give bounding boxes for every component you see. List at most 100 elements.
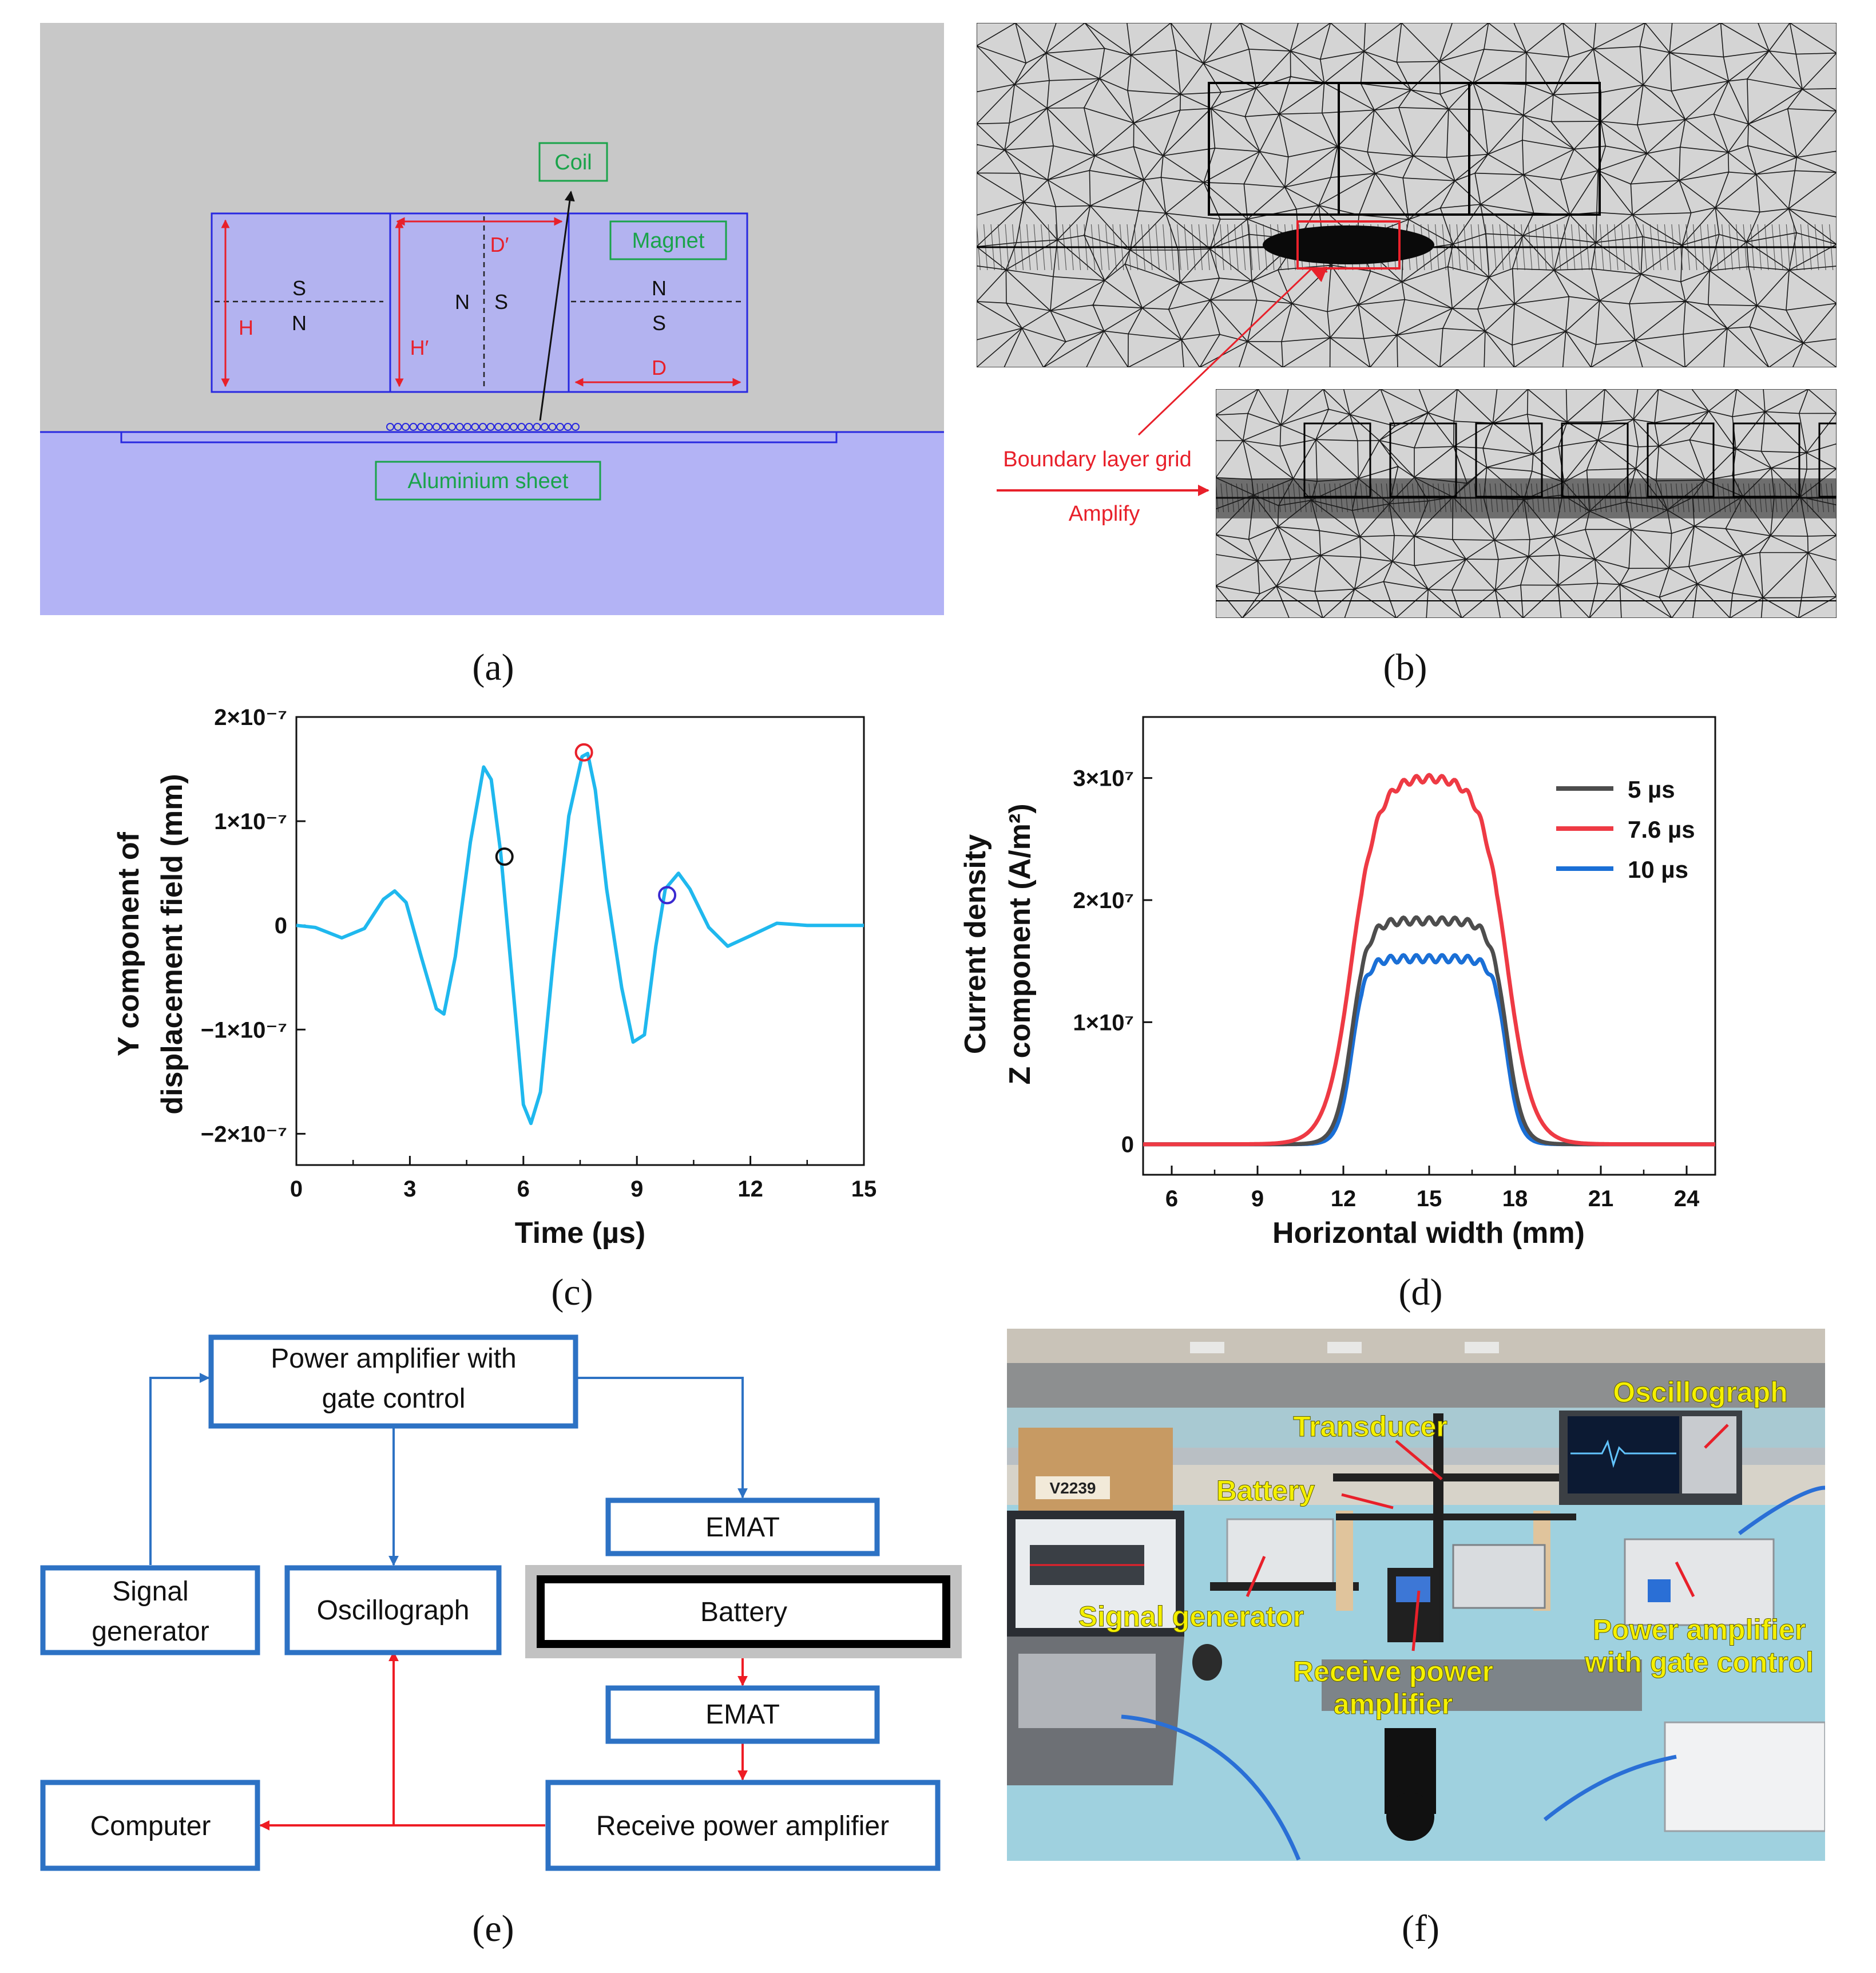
pole-left-top: S <box>292 276 306 300</box>
coil-winding <box>494 423 502 431</box>
x-tick-label-c: 0 <box>290 1176 303 1202</box>
mesh-main-lines <box>977 23 1837 367</box>
x-axis-label-d: Horizontal width (mm) <box>1272 1217 1585 1250</box>
magnet-label: Magnet <box>632 229 705 253</box>
panel-e: Power amplifier with gate control EMAT S… <box>40 1334 962 1950</box>
box-label: V2239 <box>1050 1479 1096 1497</box>
power-amplifier-device <box>1624 1538 1775 1626</box>
photo-label-receive-line2: amplifier <box>1334 1688 1453 1720</box>
photo-label-power-line2: with gate control <box>1584 1646 1814 1678</box>
computer-label: Computer <box>90 1811 211 1841</box>
pole-mid-right: S <box>494 290 508 314</box>
signal-generator-line2: generator <box>92 1617 209 1647</box>
x-tick-label-c: 3 <box>403 1176 416 1202</box>
coil-winding <box>556 423 564 431</box>
dim-h: H <box>239 316 253 339</box>
marker-circle <box>658 886 677 905</box>
aluminium-sheet-label: Aluminium sheet <box>408 469 569 493</box>
x-axis-label-c: Time (µs) <box>515 1217 645 1250</box>
linear-stage <box>1322 1659 1642 1711</box>
lab-photo: V2239 <box>1007 1329 1825 1861</box>
x-tick-label-d: 21 <box>1588 1186 1614 1211</box>
computer-box <box>40 1780 260 1871</box>
dim-h-prime: H′ <box>410 336 429 359</box>
legend-label: 10 µs <box>1628 856 1688 883</box>
zoom-coil-cell <box>1561 422 1629 498</box>
coil-winding <box>402 423 410 431</box>
caption-a: (a) <box>472 647 514 688</box>
mesh-zoom-lines <box>1216 389 1837 618</box>
y-tick-label-d: 0 <box>1121 1132 1134 1158</box>
emat-top-label: EMAT <box>705 1512 780 1543</box>
emat-bottom-box <box>605 1685 880 1744</box>
x-tick-label-d: 9 <box>1251 1186 1264 1211</box>
photo-label-transducer: Transducer <box>1293 1411 1447 1443</box>
battery-box <box>537 1575 950 1648</box>
signal-generator-line1: Signal <box>112 1576 188 1607</box>
x-tick-label-c: 6 <box>517 1176 530 1202</box>
marker-circle <box>574 743 593 762</box>
coil-winding <box>448 423 456 431</box>
dim-d: D <box>652 356 667 379</box>
photo-label-receive-line1: Receive power <box>1293 1655 1493 1687</box>
cardboard-box <box>1018 1428 1173 1516</box>
zoom-coil-cell <box>1732 422 1800 498</box>
receive-power-amplifier-box <box>545 1780 941 1871</box>
coil-winding <box>417 423 425 431</box>
series-line-5s <box>1143 915 1715 1147</box>
coil-winding <box>433 423 441 431</box>
coil-winding <box>440 423 449 431</box>
coil-winding <box>463 423 471 431</box>
coil-winding <box>486 423 495 431</box>
markers-c <box>495 743 677 905</box>
y-tick-label-c: 1×10⁻⁷ <box>214 809 287 834</box>
coil-winding <box>548 423 557 431</box>
mesh-triangles <box>977 23 1837 367</box>
zoom-coil-cell <box>1818 422 1837 498</box>
receive-amplifier-device <box>1664 1721 1825 1832</box>
plot-frame-c <box>295 716 865 1166</box>
zoom-region-box <box>1296 220 1401 270</box>
caption-c: (c) <box>551 1271 593 1313</box>
amplify-label: Amplify <box>1069 502 1140 526</box>
zoom-coil-cell <box>1303 422 1371 498</box>
caption-f: (f) <box>1402 1908 1439 1950</box>
magnet-right <box>568 212 748 393</box>
photo-label-battery: Battery <box>1216 1475 1315 1507</box>
x-tick-label-d: 24 <box>1674 1186 1700 1211</box>
pole-left-bottom: N <box>292 311 307 335</box>
oscillograph-box <box>284 1565 502 1655</box>
caption-b: (b) <box>1383 647 1427 688</box>
zoom-coil-cell <box>1475 422 1543 498</box>
y-tick-label-c: −1×10⁻⁷ <box>201 1017 287 1043</box>
y-tick-label-c: 0 <box>275 913 287 938</box>
coil-windings <box>386 423 580 431</box>
coil-winding <box>525 423 533 431</box>
coil-winding <box>479 423 487 431</box>
photo-label-signal-generator: Signal generator <box>1078 1600 1304 1633</box>
coil-winding <box>572 423 580 431</box>
series-line-76s <box>1143 772 1715 1147</box>
x-tick-label-c: 9 <box>630 1176 643 1202</box>
photo-label-power-line1: Power amplifier <box>1593 1614 1806 1646</box>
magnet-middle <box>389 212 570 393</box>
zoom-dense-band <box>1216 478 1837 518</box>
coil-winding <box>517 423 526 431</box>
panel-f: V2239 <box>1007 1329 1825 1950</box>
y-tick-label-c: −2×10⁻⁷ <box>201 1122 287 1147</box>
panel-a: S N N S N S H H′ D′ D Coil Magnet Alumin… <box>40 23 944 688</box>
caption-e: (e) <box>472 1908 514 1950</box>
magnet-left <box>211 212 391 393</box>
power-amplifier-line2: gate control <box>322 1384 466 1414</box>
coil-winding <box>394 423 402 431</box>
aluminium-region <box>40 432 944 615</box>
battery-label: Battery <box>700 1597 787 1627</box>
coil-winding <box>510 423 518 431</box>
y-axis-label-c-line1: Y component of <box>112 831 145 1056</box>
pole-mid-left: N <box>455 290 470 314</box>
mesh-main <box>977 23 1837 367</box>
